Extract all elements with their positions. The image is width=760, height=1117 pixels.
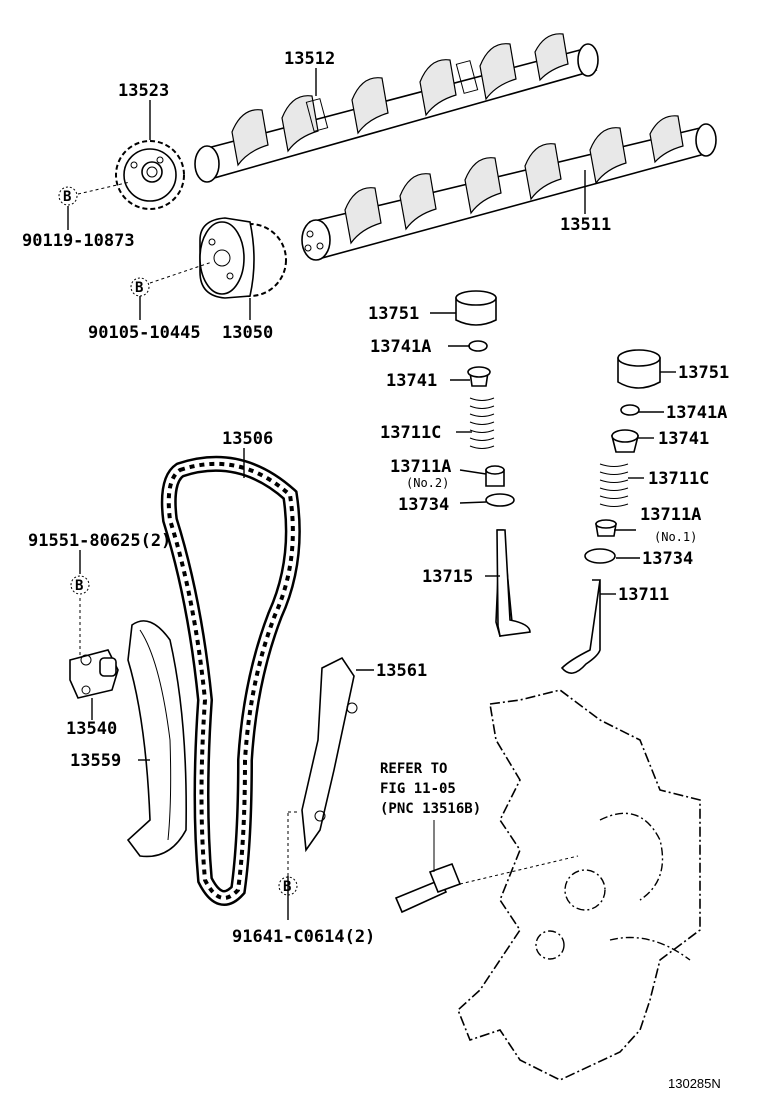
callout-b-3: B [70, 575, 90, 595]
label-vvt-gear[interactable]: 13050 [222, 323, 273, 343]
callout-b-1: B [58, 186, 78, 206]
label-seat-right-note: (No.1) [654, 530, 697, 544]
label-shim-right[interactable]: 13741A [666, 403, 727, 423]
label-seat-left[interactable]: 13711A [390, 457, 451, 477]
label-chain[interactable]: 13506 [222, 429, 273, 449]
valve-train-left[interactable] [455, 290, 531, 637]
label-lifter-right[interactable]: 13751 [678, 363, 729, 383]
label-camshaft-exhaust[interactable]: 13512 [284, 49, 335, 69]
label-washer-right[interactable]: 13734 [642, 549, 693, 569]
label-bolt-vvt[interactable]: 90105-10445 [88, 323, 201, 343]
label-valve-left[interactable]: 13715 [422, 567, 473, 587]
label-washer-left[interactable]: 13734 [398, 495, 449, 515]
valve-train-right[interactable] [560, 349, 661, 674]
figure-code: 130285N [668, 1076, 721, 1091]
refer-line-1: REFER TO [380, 761, 447, 777]
label-lifter-left[interactable]: 13751 [368, 304, 419, 324]
label-bolt-sprocket[interactable]: 90119-10873 [22, 231, 135, 251]
refer-part[interactable] [394, 820, 462, 914]
leader-lines [67, 68, 676, 920]
label-tensioner[interactable]: 13540 [66, 719, 117, 739]
label-camshaft-intake[interactable]: 13511 [560, 215, 611, 235]
label-retainer-left[interactable]: 13741 [386, 371, 437, 391]
label-slipper[interactable]: 13559 [70, 751, 121, 771]
label-cam-sprocket[interactable]: 13523 [118, 81, 169, 101]
refer-line-3[interactable]: (PNC 13516B) [380, 801, 481, 817]
svg-text:B: B [135, 280, 143, 296]
chain-tensioner[interactable] [69, 649, 119, 699]
label-bolt-tensioner[interactable]: 91551-80625(2) [28, 531, 171, 551]
callout-b-4: B [278, 876, 298, 896]
label-shim-left[interactable]: 13741A [370, 337, 431, 357]
timing-chain[interactable] [160, 455, 301, 906]
label-seat-right[interactable]: 13711A [640, 505, 701, 525]
svg-text:B: B [283, 879, 291, 895]
camshaft-intake[interactable] [301, 115, 717, 261]
svg-text:B: B [63, 189, 71, 205]
tensioner-slipper[interactable] [126, 620, 187, 858]
svg-text:B: B [75, 578, 83, 594]
label-spring-right[interactable]: 13711C [648, 469, 709, 489]
camshaft-exhaust[interactable] [194, 33, 599, 183]
cam-sprocket[interactable] [115, 140, 185, 210]
label-damper[interactable]: 13561 [376, 661, 427, 681]
label-retainer-right[interactable]: 13741 [658, 429, 709, 449]
chain-damper[interactable] [301, 656, 358, 853]
label-seat-left-note: (No.2) [406, 476, 449, 490]
label-spring-left[interactable]: 13711C [380, 423, 441, 443]
engine-block [457, 689, 701, 1081]
refer-line-2: FIG 11-05 [380, 781, 456, 797]
vvt-gear[interactable] [199, 217, 287, 299]
label-valve-right[interactable]: 13711 [618, 585, 669, 605]
callout-b-2: B [130, 277, 150, 297]
label-bolt-damper[interactable]: 91641-C0614(2) [232, 927, 375, 947]
